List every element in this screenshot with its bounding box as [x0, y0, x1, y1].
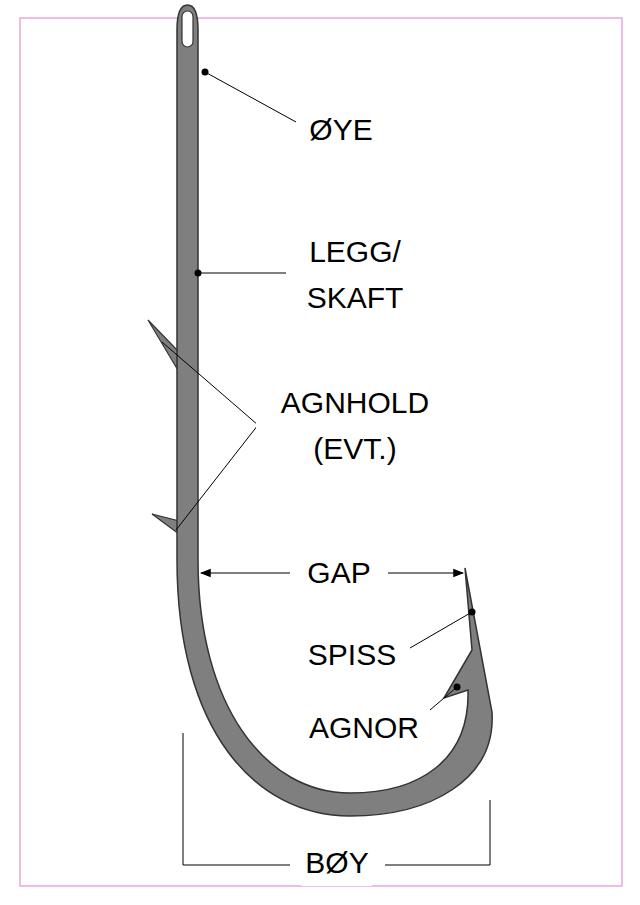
hook-eye: [182, 11, 193, 47]
part-label: AGNHOLD (EVT.): [256, 380, 454, 472]
leader-lines: [162, 72, 490, 865]
part-label: SPISS: [304, 632, 400, 678]
part-label: LEGG/ SKAFT: [286, 229, 424, 321]
part-label: GAP: [303, 550, 374, 596]
part-label: BØY: [301, 840, 372, 886]
part-label: ØYE: [305, 107, 376, 153]
bait-holder: [152, 514, 179, 534]
part-label: AGNOR: [305, 705, 423, 751]
leader-dots: [195, 69, 476, 691]
bait-holder: [148, 320, 179, 372]
frame-border: [20, 18, 622, 886]
hook-body: [177, 5, 492, 816]
